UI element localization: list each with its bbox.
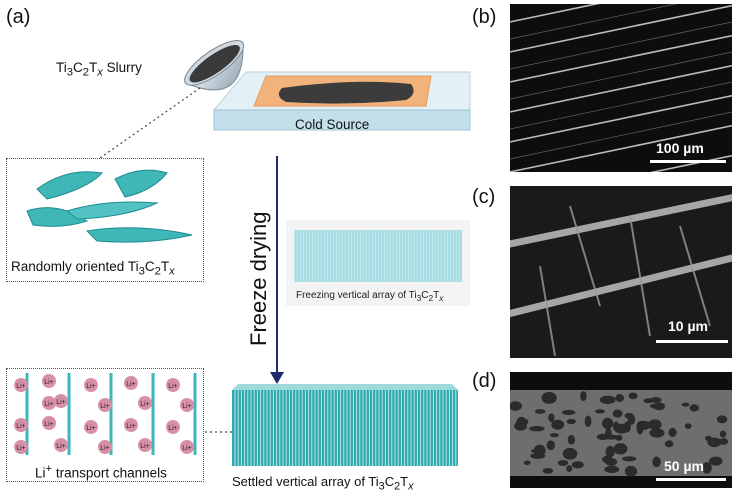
panel-label-c: (c) xyxy=(472,186,496,208)
svg-text:Li+: Li+ xyxy=(16,445,26,452)
random-orientation-label: Randomly oriented Ti3C2Tx xyxy=(11,259,175,278)
li-ion: Li+ xyxy=(138,396,152,410)
li-ion: Li+ xyxy=(166,378,180,392)
svg-text:Li+: Li+ xyxy=(140,401,150,408)
freeze-arrow-head xyxy=(270,372,284,384)
li-ion: Li+ xyxy=(166,420,180,434)
li-ion: Li+ xyxy=(180,440,194,454)
li-ion: Li+ xyxy=(84,378,98,392)
freezing-array-label: Freezing vertical array of Ti3C2Tx xyxy=(296,290,444,303)
freezing-array-box: Freezing vertical array of Ti3C2Tx xyxy=(286,220,470,306)
svg-text:Li+: Li+ xyxy=(44,379,54,386)
li-ion: Li+ xyxy=(54,438,68,452)
panel-label-d: (d) xyxy=(472,370,497,392)
li-ion: Li+ xyxy=(42,396,56,410)
cold-source-slab xyxy=(212,71,471,131)
li-ion: Li+ xyxy=(98,398,112,412)
svg-text:Li+: Li+ xyxy=(86,383,96,390)
li-ion: Li+ xyxy=(42,416,56,430)
random-orientation-box: Randomly oriented Ti3C2Tx xyxy=(6,158,204,282)
svg-text:Li+: Li+ xyxy=(16,383,26,390)
li-channels-box: Li+Li+Li+Li+Li+Li+Li+Li+Li+Li+Li+Li+Li+L… xyxy=(6,368,204,482)
sem-image-b: 100 µm xyxy=(510,4,732,172)
svg-text:Li+: Li+ xyxy=(44,401,54,408)
li-ion: Li+ xyxy=(84,420,98,434)
svg-text:Li+: Li+ xyxy=(16,423,26,430)
scalebar-b xyxy=(650,160,726,163)
scalebar-b-label: 100 µm xyxy=(656,140,704,156)
svg-text:Li+: Li+ xyxy=(140,443,150,450)
freezing-array xyxy=(294,230,462,282)
svg-text:Li+: Li+ xyxy=(126,381,136,388)
panel-label-b: (b) xyxy=(472,6,497,28)
settled-array-label: Settled vertical array of Ti3C2Tx xyxy=(232,474,414,493)
svg-text:Li+: Li+ xyxy=(182,445,192,452)
li-ion: Li+ xyxy=(98,440,112,454)
scalebar-c xyxy=(656,340,728,343)
panel-label-a: (a) xyxy=(6,6,31,28)
svg-text:Li+: Li+ xyxy=(168,383,178,390)
scalebar-c-label: 10 µm xyxy=(668,318,708,334)
slurry-label: Ti3C2Tx Slurry xyxy=(56,60,142,79)
svg-text:Li+: Li+ xyxy=(44,421,54,428)
li-ion: Li+ xyxy=(180,398,194,412)
slurry-bowl xyxy=(184,40,245,91)
li-channels-diagram: Li+Li+Li+Li+Li+Li+Li+Li+Li+Li+Li+Li+Li+L… xyxy=(14,373,197,455)
svg-text:Li+: Li+ xyxy=(86,425,96,432)
settled-array xyxy=(232,384,458,466)
scalebar-d-label: 50 µm xyxy=(664,458,704,474)
li-ion: Li+ xyxy=(138,438,152,452)
svg-text:Li+: Li+ xyxy=(56,399,66,406)
svg-text:Li+: Li+ xyxy=(126,423,136,430)
sem-image-c: 10 µm xyxy=(510,186,732,358)
li-ion: Li+ xyxy=(42,374,56,388)
svg-text:Li+: Li+ xyxy=(182,403,192,410)
svg-text:Li+: Li+ xyxy=(100,403,110,410)
freeze-arrow-shaft xyxy=(276,156,278,374)
sem-image-d: 50 µm xyxy=(510,372,732,488)
svg-text:Li+: Li+ xyxy=(56,443,66,450)
svg-text:Li+: Li+ xyxy=(100,445,110,452)
svg-text:Li+: Li+ xyxy=(168,425,178,432)
li-ion: Li+ xyxy=(14,440,28,454)
li-ion: Li+ xyxy=(54,394,68,408)
li-ion: Li+ xyxy=(124,376,138,390)
scalebar-d xyxy=(656,478,726,481)
li-ion: Li+ xyxy=(14,378,28,392)
li-ion: Li+ xyxy=(14,418,28,432)
li-channels-label: Li+ transport channels xyxy=(35,463,167,481)
cold-source-label: Cold Source xyxy=(295,117,370,132)
li-ion: Li+ xyxy=(124,418,138,432)
mxene-flakes xyxy=(26,169,193,243)
freeze-drying-label: Freeze drying xyxy=(246,211,271,346)
